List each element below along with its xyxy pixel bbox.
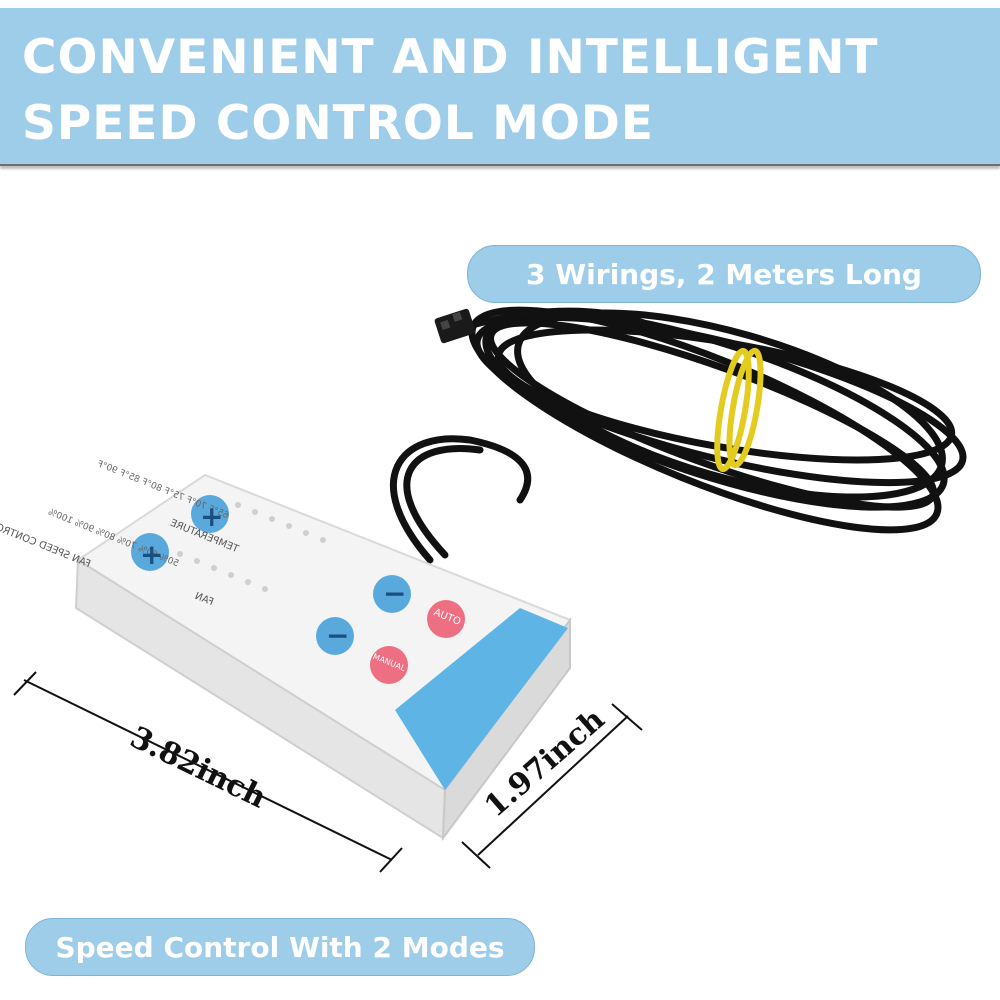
header-banner: CONVENIENT AND INTELLIGENT SPEED CONTROL… [0, 8, 1000, 166]
wiring-callout: 3 Wirings, 2 Meters Long [467, 245, 981, 303]
controller-buttons [131, 495, 465, 684]
fan-plus-icon: + [140, 538, 164, 571]
cable-band [714, 347, 764, 473]
fan-minus-icon: − [326, 619, 350, 652]
modes-callout: Speed Control With 2 Modes [25, 918, 535, 976]
indicator-dots [177, 502, 326, 592]
cable-coil [389, 306, 967, 564]
header-title-line-1: CONVENIENT AND INTELLIGENT [22, 30, 879, 85]
temp-plus-icon: + [200, 500, 224, 533]
header-title-line-2: SPEED CONTROL MODE [22, 96, 655, 151]
connector-plug [434, 308, 476, 344]
dimension-lines [13, 671, 643, 873]
temp-minus-icon: − [383, 577, 407, 610]
